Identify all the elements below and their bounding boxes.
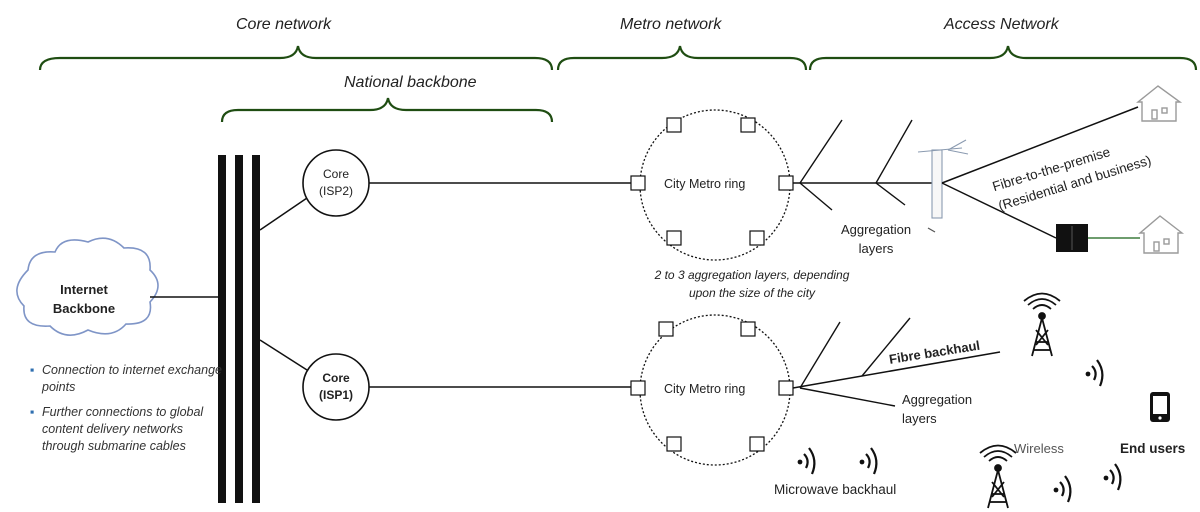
wireless-label: Wireless: [1014, 441, 1064, 456]
core-isp1-label: Core (ISP1): [303, 370, 369, 404]
aggregation-note: 2 to 3 aggregation layers, depending upo…: [654, 268, 850, 300]
end-users-label: End users: [1120, 441, 1186, 456]
ring-node: [630, 380, 646, 396]
ring-node: [666, 436, 682, 452]
house-icon: [1138, 215, 1185, 254]
ring-node: [740, 321, 756, 337]
signal-icon: [1103, 463, 1122, 491]
aggregation-branch: [799, 119, 843, 184]
cabinet-icon: [1056, 224, 1088, 252]
ring-node: [666, 230, 682, 246]
cell-tower-icon: [979, 444, 1017, 509]
internet-cloud: [16, 237, 159, 336]
ring-node: [740, 117, 756, 133]
ring-node: [778, 380, 794, 396]
national-backbone-label: National backbone: [344, 74, 477, 91]
bullet-exchange-points: Connection to internet exchange points: [30, 362, 222, 396]
ring-node: [666, 117, 682, 133]
exchange-bar: [218, 155, 226, 503]
fibre-backhaul-line: [792, 351, 1001, 389]
pole-arm: [917, 147, 963, 153]
internet-backbone-label: Internet Backbone: [52, 282, 116, 316]
national-backbone-brace: [220, 97, 554, 123]
aggregation-branch: [799, 321, 841, 389]
pole-arm: [947, 139, 967, 151]
ring-node: [630, 175, 646, 191]
pole: [931, 149, 943, 219]
aggregation-branch: [799, 182, 833, 211]
microwave-backhaul-label: Microwave backhaul: [774, 482, 897, 497]
core-isp2-line1: Core: [322, 167, 349, 181]
core-network-label: Core network: [236, 16, 332, 33]
signal-icon: [797, 447, 816, 475]
fttp-link: [941, 106, 1139, 184]
cell-tower-icon: [1023, 292, 1061, 357]
bullet-content-delivery: Further connections to global content de…: [30, 404, 222, 455]
exchange-bar: [252, 155, 260, 503]
bar-to-core-link: [259, 197, 308, 231]
core-isp2-line2: (ISP2): [318, 184, 353, 198]
pole-arm: [947, 149, 969, 155]
house-icon: [1136, 85, 1183, 122]
signal-icon: [1085, 359, 1104, 387]
metro-ring-label: City Metro ring: [664, 382, 746, 396]
metro-ring-label: City Metro ring: [664, 177, 746, 191]
pole-strut: [927, 227, 936, 233]
fttp-link: [941, 182, 1057, 239]
core-isp1-line2: (ISP1): [318, 388, 353, 402]
aggregation-branch: [875, 119, 913, 184]
ring-node: [658, 321, 674, 337]
ring-node: [778, 175, 794, 191]
ring-node: [749, 230, 765, 246]
aggregation-label: Aggregation layers: [902, 392, 973, 426]
phone-icon: [1150, 392, 1170, 422]
signal-icon: [859, 447, 878, 475]
core-isp2-label: Core (ISP2): [303, 166, 369, 200]
bar-to-core-link: [259, 339, 308, 371]
access-network-brace: [808, 45, 1198, 71]
core-isp1-line1: Core: [322, 371, 350, 385]
metro-network-brace: [556, 45, 808, 71]
ring-node: [749, 436, 765, 452]
exchange-bar: [235, 155, 243, 503]
access-network-label: Access Network: [944, 16, 1059, 33]
metro-network-label: Metro network: [620, 16, 722, 33]
aggregation-branch: [861, 317, 911, 377]
aggregation-label: Aggregation layers: [840, 222, 912, 256]
aggregation-branch: [799, 387, 896, 407]
signal-icon: [1053, 475, 1072, 503]
core-network-brace: [38, 45, 554, 71]
aggregation-branch: [875, 182, 906, 206]
